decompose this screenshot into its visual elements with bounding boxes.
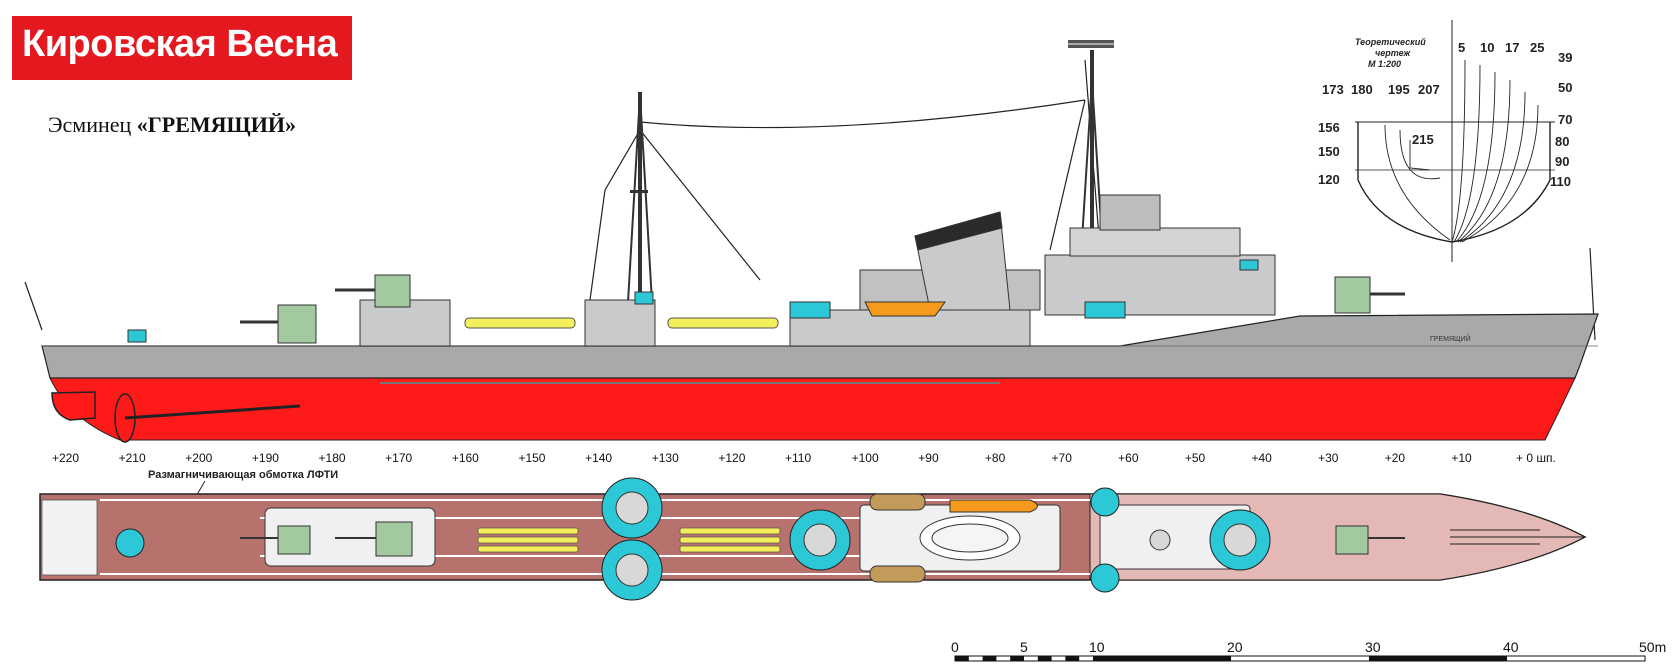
body-plan-station-labels: 5 10 17 25 39 50 70 80 90 110 173 180 195 207 215 156 15… bbox=[1318, 40, 1572, 189]
body-plan: Теоретический чертеж М 1:200 5 10 17 25 39 50… bbox=[1318, 20, 1572, 262]
underwater-hull bbox=[49, 377, 1576, 441]
length-scale-labels: 0 5 10 20 30 40 50m bbox=[951, 639, 1666, 655]
scale-segment bbox=[955, 656, 969, 661]
side-profile: ГРЕМЯЩИЙ bbox=[24, 40, 1599, 443]
main-mast bbox=[627, 92, 653, 303]
subtitle-prefix: Эсминец bbox=[48, 112, 132, 137]
station-label: 17 bbox=[1505, 40, 1519, 55]
frame-label: +100 bbox=[852, 451, 879, 465]
station-label: 80 bbox=[1555, 134, 1569, 149]
scale-segment bbox=[1065, 656, 1080, 661]
frame-label: +150 bbox=[518, 451, 545, 465]
main-gun-turrets bbox=[240, 274, 1405, 344]
ship-subtitle: Эсминец «ГРЕМЯЩИЙ» bbox=[48, 112, 296, 138]
station-label: 173 bbox=[1322, 82, 1344, 97]
station-label: 70 bbox=[1558, 112, 1572, 127]
scale-label: 20 bbox=[1227, 639, 1243, 655]
scale-label: 5 bbox=[1020, 639, 1028, 655]
station-label: 195 bbox=[1388, 82, 1410, 97]
frame-label: +60 bbox=[1118, 451, 1139, 465]
torpedo-tubes-side bbox=[464, 317, 779, 329]
scale-label: 30 bbox=[1365, 639, 1381, 655]
rudder bbox=[51, 391, 96, 421]
main-gun-turrets-plan bbox=[240, 521, 1405, 557]
superstructures bbox=[359, 194, 1276, 347]
boats-plan bbox=[869, 493, 1038, 583]
frame-label: +160 bbox=[452, 451, 479, 465]
frame-label: +30 bbox=[1318, 451, 1339, 465]
quarterdeck bbox=[41, 499, 98, 576]
frame-number-scale: +220 +210 +200 +190 +180 +170 +160 +150 +140 +130… bbox=[52, 451, 1556, 465]
scale-segment bbox=[982, 656, 997, 661]
station-label: 90 bbox=[1555, 154, 1569, 169]
body-plan-title-3: М 1:200 bbox=[1368, 59, 1401, 69]
aa-guns-side bbox=[127, 259, 1259, 343]
scale-segment bbox=[1010, 656, 1024, 661]
station-label: 156 bbox=[1318, 120, 1340, 135]
frame-label: +20 bbox=[1385, 451, 1406, 465]
length-scale: 0 5 10 20 30 40 50m bbox=[951, 639, 1666, 662]
scale-segment bbox=[1093, 656, 1231, 661]
scale-label-end: 50m bbox=[1639, 639, 1666, 655]
frame-label: +110 bbox=[785, 451, 811, 465]
station-label: 5 bbox=[1458, 40, 1465, 55]
frame-label: +170 bbox=[385, 451, 412, 465]
propeller-shaft bbox=[124, 404, 301, 420]
ship-boat-side bbox=[864, 301, 946, 317]
frame-label: +120 bbox=[718, 451, 745, 465]
station-label: 39 bbox=[1558, 50, 1572, 65]
frame-label: +190 bbox=[252, 451, 279, 465]
frame-label: +180 bbox=[319, 451, 346, 465]
scale-label: 0 bbox=[951, 639, 959, 655]
station-label: 150 bbox=[1318, 144, 1340, 159]
brand-badge: Кировская Весна bbox=[12, 16, 352, 80]
degaussing-label: Размагничивающая обмотка ЛФТИ bbox=[148, 469, 338, 481]
station-label: 50 bbox=[1558, 80, 1572, 95]
aa-gun-mounts-plan bbox=[615, 491, 1257, 587]
frame-label-zero: + 0 шп. bbox=[1516, 451, 1556, 465]
frame-label: +70 bbox=[1052, 451, 1073, 465]
station-label: 120 bbox=[1318, 172, 1340, 187]
scale-segment bbox=[1037, 656, 1052, 661]
station-label: 110 bbox=[1550, 174, 1571, 189]
scale-segment bbox=[1369, 656, 1507, 661]
frame-label: +130 bbox=[652, 451, 679, 465]
scale-label: 40 bbox=[1503, 639, 1519, 655]
frame-label: +10 bbox=[1451, 451, 1472, 465]
station-label: 207 bbox=[1418, 82, 1440, 97]
frame-label: +80 bbox=[985, 451, 1006, 465]
station-label: 25 bbox=[1530, 40, 1544, 55]
station-label: 215 bbox=[1412, 132, 1434, 147]
station-label: 10 bbox=[1480, 40, 1494, 55]
torpedo-tubes-plan bbox=[477, 527, 781, 553]
frame-label: +90 bbox=[918, 451, 939, 465]
subtitle-ship-name: «ГРЕМЯЩИЙ» bbox=[136, 112, 296, 137]
frame-label: +220 bbox=[52, 451, 79, 465]
frame-label: +50 bbox=[1185, 451, 1206, 465]
hull-name-label: ГРЕМЯЩИЙ bbox=[1430, 334, 1471, 343]
scale-label: 10 bbox=[1089, 639, 1105, 655]
frame-label: +40 bbox=[1251, 451, 1272, 465]
frame-label: +140 bbox=[585, 451, 612, 465]
brand-badge-text: Кировская Весна bbox=[22, 23, 338, 65]
body-plan-title-2: чертеж bbox=[1375, 48, 1411, 58]
station-label: 180 bbox=[1351, 82, 1373, 97]
plan-view: Размагничивающая обмотка ЛФТИ bbox=[39, 469, 1587, 601]
frame-label: +210 bbox=[119, 451, 146, 465]
body-plan-title-1: Теоретический bbox=[1355, 37, 1426, 47]
frame-label: +200 bbox=[185, 451, 212, 465]
